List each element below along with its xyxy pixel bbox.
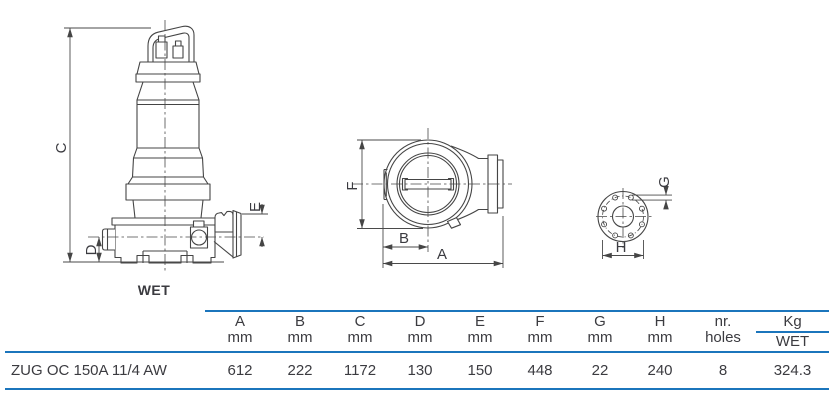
model-column-spacer — [5, 314, 210, 350]
table-bottom-rule — [5, 388, 829, 390]
kg-underline — [756, 331, 829, 333]
value-a: 612 — [227, 362, 253, 379]
col-header-e: E mm — [467, 313, 493, 346]
dimension-labels: C D E F B A G H WET — [53, 142, 673, 298]
wet-label: WET — [138, 282, 171, 298]
col-header-f: F mm — [527, 313, 553, 346]
col-header-holes: nr. holes — [705, 313, 741, 346]
dim-label-H: H — [616, 239, 627, 256]
dim-label-D: D — [83, 244, 100, 255]
value-c: 1172 — [343, 362, 377, 379]
value-e: 150 — [467, 362, 493, 379]
dim-label-F: F — [344, 181, 361, 190]
col-header-h: H mm — [647, 313, 673, 346]
table-header-rule — [5, 351, 829, 353]
dim-label-C: C — [53, 142, 70, 153]
col-header-a: A mm — [227, 313, 253, 346]
col-header-kg: Kg WET — [756, 314, 829, 350]
side-boss — [189, 220, 209, 249]
bolt-holes — [601, 194, 645, 239]
col-header-d: D mm — [407, 313, 433, 346]
value-b: 222 — [287, 362, 313, 379]
dimensions-table: A mm B mm C mm D mm E mm F mm — [5, 304, 829, 396]
col-header-b: B mm — [287, 313, 313, 346]
value-d: 130 — [407, 362, 433, 379]
value-holes: 8 — [718, 362, 728, 379]
dim-label-G: G — [656, 176, 673, 188]
dim-label-E: E — [247, 202, 264, 212]
dimension-lines — [63, 27, 672, 268]
value-g: 22 — [591, 362, 609, 379]
col-header-c: C mm — [347, 313, 373, 346]
table-row: ZUG OC 150A 11/4 AW 612 222 1172 130 150… — [5, 353, 829, 388]
dim-label-A: A — [437, 246, 447, 263]
value-f: 448 — [527, 362, 553, 379]
handle-outline — [147, 25, 195, 62]
cable-glands — [155, 35, 184, 59]
dim-label-B: B — [399, 230, 409, 247]
col-header-g: G mm — [587, 313, 613, 346]
table-header: A mm B mm C mm D mm E mm F mm — [5, 314, 829, 350]
value-h: 240 — [647, 362, 673, 379]
model-name: ZUG OC 150A 11/4 AW — [11, 362, 167, 379]
centerlines — [88, 20, 652, 272]
value-kg-wet: 324.3 — [773, 362, 812, 379]
table-top-rule — [205, 310, 829, 312]
pump-side-view — [101, 25, 242, 264]
